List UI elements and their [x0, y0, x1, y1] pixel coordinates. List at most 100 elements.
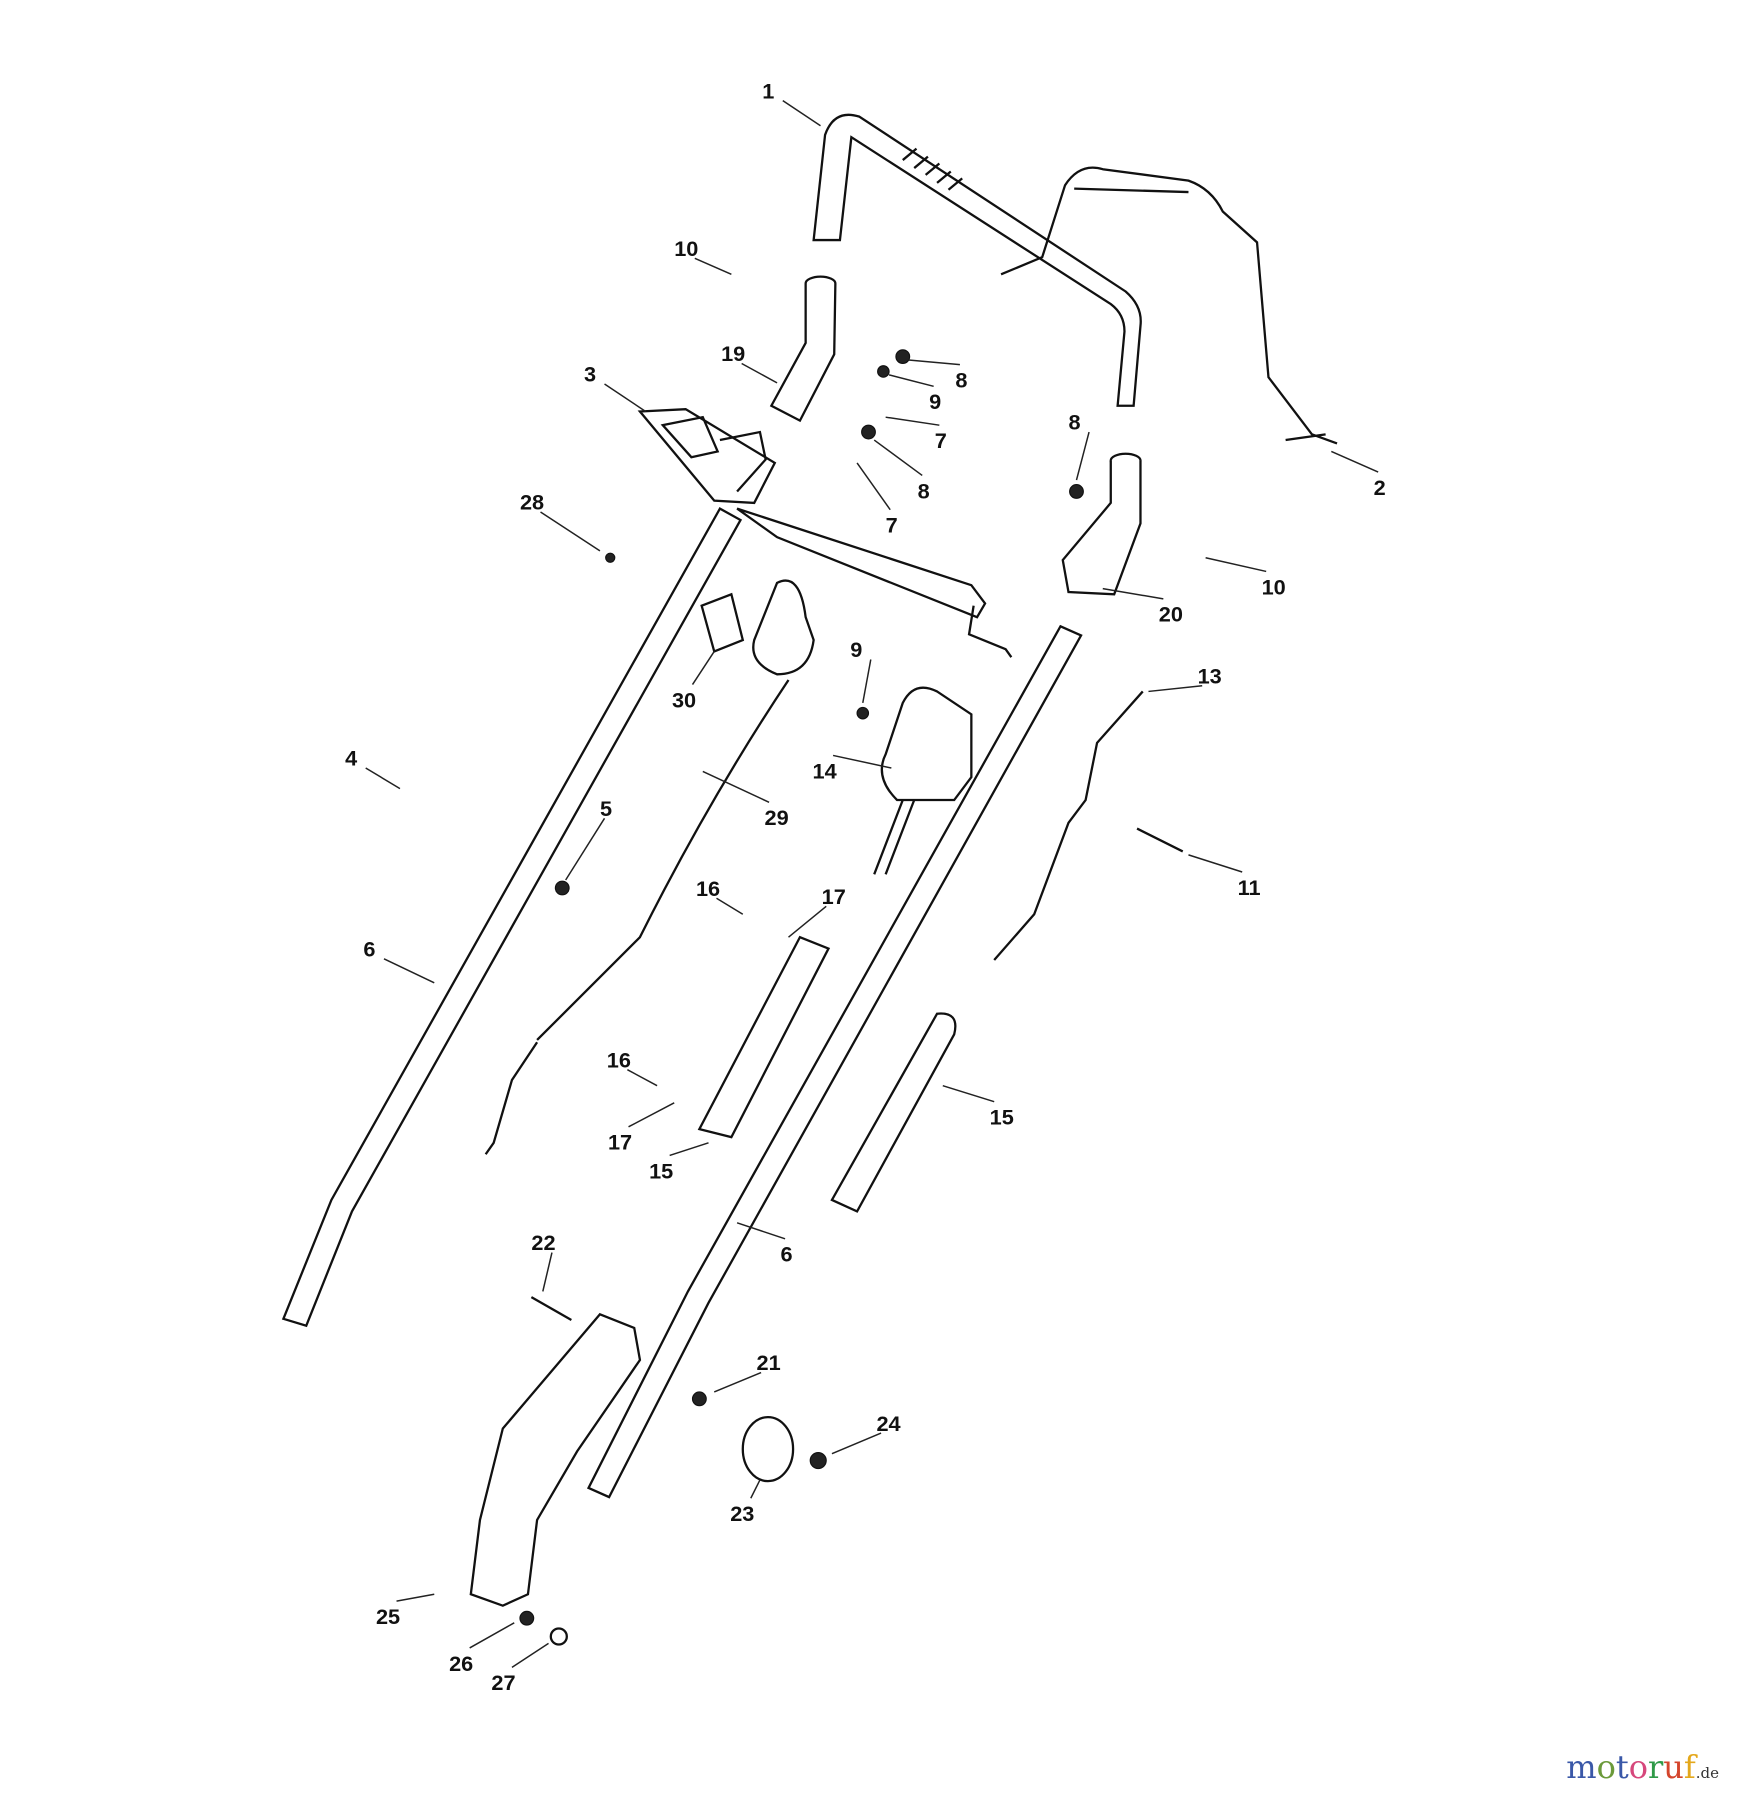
logo-letter: o [1596, 1748, 1616, 1786]
part-number-label: 4 [345, 746, 357, 771]
logo-letter: r [1648, 1748, 1664, 1786]
leader-line [831, 1432, 882, 1455]
part-number-label: 14 [813, 758, 837, 783]
lower-handle-right [586, 624, 1083, 1499]
leader-line [942, 1084, 995, 1103]
leader-line [750, 1479, 761, 1499]
part-number-label: 11 [1238, 875, 1261, 900]
leader-line [1331, 450, 1379, 473]
leader-line [1102, 587, 1164, 600]
part-number-label: 10 [674, 236, 698, 261]
part-number-label: 7 [886, 513, 898, 538]
part-number-label: 3 [584, 362, 596, 387]
part-number-label: 6 [363, 937, 375, 962]
adjuster-knob [741, 1415, 795, 1483]
logo-letter: u [1663, 1748, 1684, 1786]
part-number-label: 7 [935, 428, 947, 453]
leader-line [741, 362, 778, 384]
logo-letter: o [1628, 1748, 1648, 1786]
part-number-label: 13 [1198, 663, 1222, 688]
leader-line [782, 100, 821, 127]
leader-line [702, 770, 770, 803]
leader-line [540, 511, 601, 552]
leader-line [383, 958, 435, 984]
leader-line [1075, 431, 1090, 481]
part-number-label: 9 [850, 637, 862, 662]
part-number-label: 2 [1374, 475, 1386, 500]
leader-line [716, 897, 744, 915]
part-number-label: 21 [757, 1350, 781, 1375]
part-number-label: 15 [990, 1105, 1014, 1130]
pin [1136, 827, 1184, 853]
lower-handle-left [281, 507, 743, 1328]
upper-handle-bar [812, 113, 1142, 407]
handle-clamp-upper [769, 275, 837, 423]
hardware-nuts [519, 349, 1084, 1646]
part-number-label: 24 [876, 1411, 900, 1436]
leader-line [604, 383, 647, 413]
operator-bail [1000, 166, 1338, 445]
leader-line [1188, 854, 1243, 873]
leader-line [1205, 557, 1267, 573]
lever-clip [700, 592, 745, 653]
part-number-label: 8 [955, 367, 967, 392]
part-number-label: 16 [607, 1047, 631, 1072]
leader-line [396, 1593, 435, 1602]
bolt [530, 1296, 572, 1321]
part-number-label: 6 [781, 1242, 793, 1267]
brake-lever [752, 579, 815, 676]
part-number-label: 25 [376, 1604, 400, 1629]
leader-line [713, 1371, 762, 1393]
part-number-label: 10 [1262, 574, 1286, 599]
part-number-label: 23 [730, 1501, 754, 1526]
leader-line [908, 359, 960, 366]
leader-line [694, 257, 732, 276]
handle-grip-right [830, 1012, 957, 1213]
leader-line [628, 1102, 675, 1128]
leader-line [365, 767, 401, 790]
handle-clamp-lower [1061, 452, 1142, 596]
leader-line [511, 1642, 549, 1668]
leader-line [832, 754, 892, 769]
part-number-label: 29 [765, 805, 789, 830]
leader-line [565, 817, 606, 881]
logo-suffix: .de [1695, 1764, 1719, 1782]
part-number-label: 19 [721, 341, 745, 366]
part-number-label: 15 [649, 1158, 673, 1183]
leader-line [736, 1222, 786, 1240]
part-number-label: 28 [520, 490, 544, 515]
part-number-label: 22 [531, 1230, 555, 1255]
leader-line [885, 416, 940, 426]
part-number-label: 30 [672, 687, 696, 712]
motoruf-logo: motoruf.de [1566, 1748, 1719, 1786]
part-number-label: 5 [600, 796, 612, 821]
logo-letter: f [1683, 1748, 1696, 1786]
part-number-label: 17 [822, 884, 846, 909]
leader-line [469, 1622, 515, 1649]
part-number-label: 20 [1159, 602, 1183, 627]
leader-line [856, 462, 891, 511]
leader-line [862, 659, 872, 704]
leader-line [788, 905, 827, 938]
brake-cable [484, 679, 790, 1155]
height-bracket [469, 1312, 642, 1607]
leader-line [542, 1252, 553, 1292]
leader-line [873, 439, 923, 477]
logo-letter: t [1615, 1748, 1629, 1786]
leader-line [888, 374, 934, 388]
leader-line [669, 1142, 709, 1157]
handle-grip-left [697, 935, 831, 1139]
part-number-label: 17 [608, 1130, 632, 1155]
part-number-label: 8 [1068, 410, 1080, 435]
leader-line [627, 1069, 658, 1087]
part-number-label: 16 [696, 876, 720, 901]
part-number-label: 26 [449, 1651, 473, 1676]
part-number-label: 9 [929, 389, 941, 414]
part-number-label: 1 [762, 78, 774, 103]
drive-control [880, 686, 973, 802]
leader-line [691, 651, 715, 685]
part-number-label: 8 [918, 478, 930, 503]
logo-letter: m [1566, 1748, 1597, 1786]
